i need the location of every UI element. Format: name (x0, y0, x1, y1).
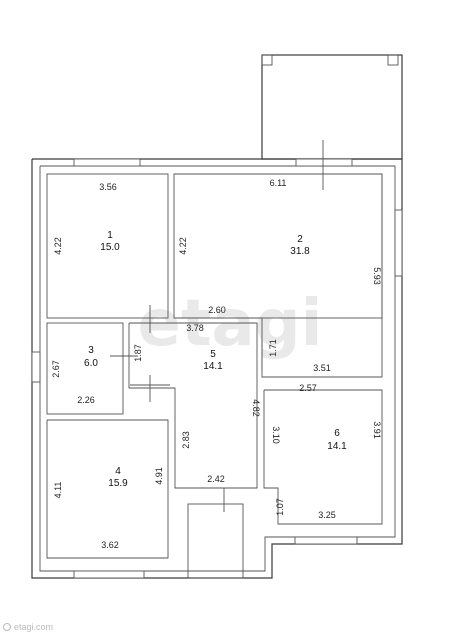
room-5-number: 5 (210, 349, 216, 360)
dim-r4-right: 4.91 (154, 467, 164, 485)
room-3 (46, 322, 124, 415)
dim-r6-bottom: 3.25 (318, 510, 336, 520)
dim-r5-bottom: 2.42 (207, 474, 225, 484)
room-6-number: 6 (334, 428, 340, 439)
dim-r5-right: 4.82 (251, 399, 261, 417)
room-1-area: 15.0 (100, 242, 120, 253)
room-2-number: 2 (297, 234, 303, 245)
room-1-number: 1 (107, 230, 113, 241)
dim-r6-right: 3.91 (372, 421, 382, 439)
dim-r6-small: 1.07 (275, 498, 285, 516)
room-2 (174, 173, 383, 378)
balcony (261, 54, 403, 160)
dim-r3-right: 1.87 (133, 344, 143, 362)
dim-r2-bottom-left: 2.60 (208, 305, 226, 315)
room-2-area: 31.8 (290, 246, 310, 257)
room-1 (46, 173, 169, 319)
dim-r4-left: 4.11 (53, 482, 63, 499)
brand-corner: etagi.com (14, 622, 53, 632)
dim-r2-bottom-right: 3.51 (313, 363, 331, 373)
dim-r6-left: 3.10 (271, 426, 281, 444)
windows (31, 158, 403, 579)
watermark: etagi (138, 287, 323, 361)
dim-r2-right: 5.93 (372, 267, 382, 285)
dim-r3-left: 2.67 (51, 360, 61, 378)
dim-r2-left: 4.22 (178, 237, 188, 255)
dim-r5-left: 2.83 (181, 431, 191, 449)
dim-r1-left: 4.22 (53, 237, 63, 255)
brand-logo-icon (3, 623, 11, 631)
dim-r5-right-top: 1.71 (268, 339, 278, 357)
door-marks (110, 305, 263, 402)
room-3-area: 6.0 (84, 358, 98, 369)
dim-r4-bottom: 3.62 (101, 540, 119, 550)
room-5-area: 14.1 (203, 361, 223, 372)
room-6-area: 14.1 (327, 441, 347, 452)
room-6 (263, 389, 383, 525)
room-4-number: 4 (115, 466, 121, 477)
dim-r2-top: 6.11 (270, 178, 287, 188)
dim-r1-top: 3.56 (99, 182, 117, 192)
dim-r3-bottom: 2.26 (77, 395, 95, 405)
dim-r5-top: 3.78 (186, 323, 204, 333)
room-3-number: 3 (88, 345, 94, 356)
room-5 (128, 322, 258, 489)
room-4-area: 15.9 (108, 478, 128, 489)
outer-walls (31, 158, 403, 579)
dim-r6-top: 2.57 (299, 383, 317, 393)
room-4 (46, 419, 169, 559)
entrance (187, 503, 244, 579)
